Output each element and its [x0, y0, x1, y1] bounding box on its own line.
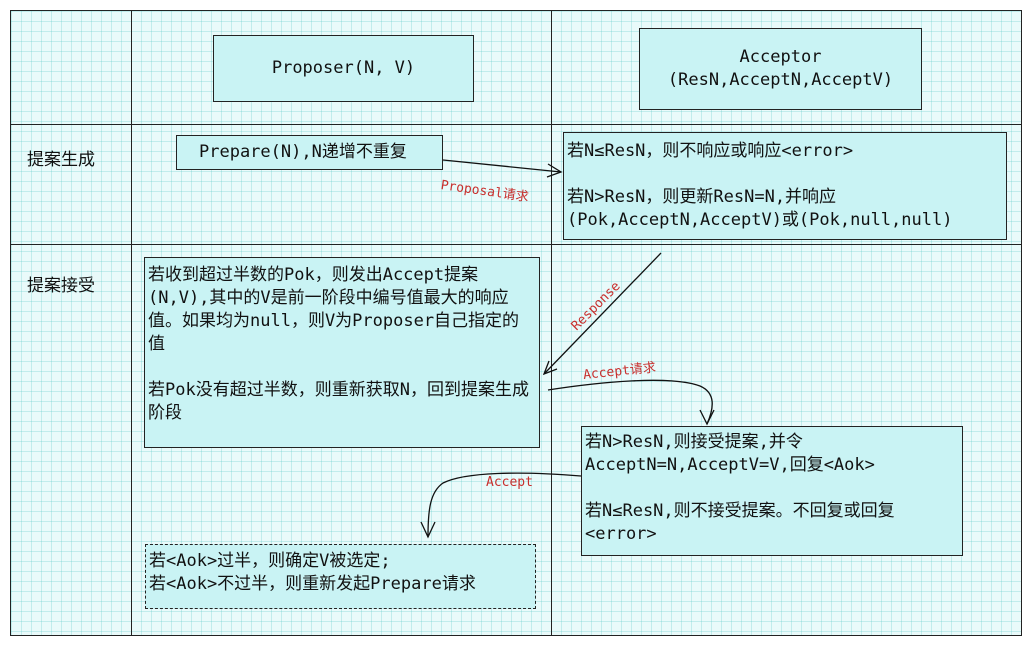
- proposer-accept-rule: 若收到超过半数的Pok，则发出Accept提案(N,V),其中的V是前一阶段中编…: [148, 265, 520, 354]
- response-arrow: [542, 252, 662, 376]
- column-divider-2: [551, 10, 553, 636]
- row-divider-2: [10, 244, 1022, 246]
- proposer-accept-box: 若收到超过半数的Pok，则发出Accept提案(N,V),其中的V是前一阶段中编…: [144, 257, 540, 448]
- proposer-header: Proposer(N, V): [213, 35, 474, 102]
- accept-label: Accept: [486, 475, 533, 490]
- proposer-retry-rule: 若Pok没有超过半数，则重新获取N，回到提案生成阶段: [148, 380, 529, 423]
- acceptor-reject-rule: 若N≤ResN，则不响应或响应<error>: [567, 141, 854, 161]
- acceptor-accept-rule: 若N>ResN,则接受提案,并令AcceptN=N,AcceptV=V,回复<A…: [585, 432, 875, 475]
- acceptor-state: (ResN,AcceptN,AcceptV): [667, 70, 894, 90]
- acceptor-promise-rule: 若N>ResN，则更新ResN=N,并响应: [567, 187, 837, 207]
- acceptor-promise-payload: (Pok,AcceptN,AcceptV)或(Pok,null,null): [567, 210, 953, 230]
- column-divider-1: [131, 10, 133, 636]
- proposer-title: Proposer(N, V): [271, 58, 416, 78]
- acceptor-deny-rule: 若N≤ResN,则不接受提案。不回复或回复<error>: [585, 501, 895, 544]
- result-box: 若<Aok>过半，则确定V被选定; 若<Aok>不过半，则重新发起Prepare…: [145, 544, 536, 609]
- proposal-arrow: [442, 159, 563, 178]
- acceptor-title: Acceptor: [739, 47, 822, 67]
- result-chosen: 若<Aok>过半，则确定V被选定;: [149, 551, 391, 571]
- prepare-box: Prepare(N),N递增不重复: [176, 135, 443, 170]
- result-retry: 若<Aok>不过半，则重新发起Prepare请求: [149, 574, 476, 594]
- phase1-label: 提案生成: [27, 150, 95, 170]
- row-divider-1: [10, 124, 1022, 126]
- acceptor-prepare-box: 若N≤ResN，则不响应或响应<error> 若N>ResN，则更新ResN=N…: [563, 132, 1007, 240]
- acceptor-header: Acceptor (ResN,AcceptN,AcceptV): [639, 28, 922, 110]
- phase2-label: 提案接受: [27, 276, 95, 296]
- accept-request-arrow: [547, 379, 715, 426]
- accept-arrow: [420, 472, 582, 539]
- acceptor-accept-box: 若N>ResN,则接受提案,并令AcceptN=N,AcceptV=V,回复<A…: [581, 426, 963, 556]
- prepare-text: Prepare(N),N递增不重复: [199, 142, 407, 162]
